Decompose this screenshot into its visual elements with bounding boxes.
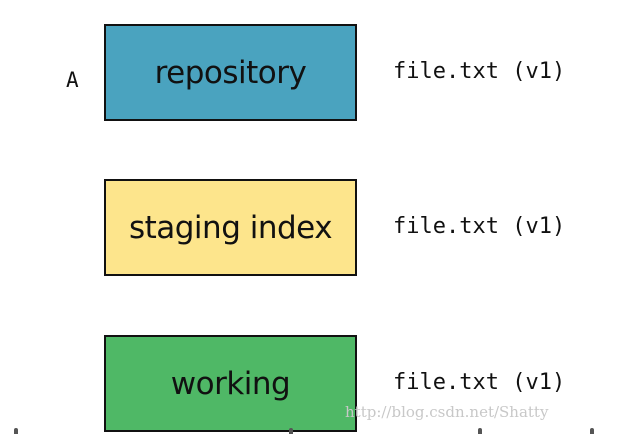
cropped-glyph-fragment	[478, 428, 482, 434]
cropped-glyph-fragment	[590, 428, 594, 434]
staging-index-label: staging index	[128, 209, 333, 246]
working-label: working	[170, 365, 291, 402]
working-file-label: file.txt (v1)	[393, 370, 566, 395]
marker-label: A	[66, 68, 79, 92]
repository-box: repository	[104, 24, 357, 121]
watermark-text: http://blog.csdn.net/Shatty	[345, 403, 549, 421]
cropped-glyph-fragment	[14, 428, 18, 434]
repository-label: repository	[154, 54, 307, 91]
staging-index-file-label: file.txt (v1)	[393, 214, 566, 239]
cropped-glyph-fragment	[289, 428, 293, 434]
working-box: working	[104, 335, 357, 432]
repository-file-label: file.txt (v1)	[393, 59, 566, 84]
staging-index-box: staging index	[104, 179, 357, 276]
